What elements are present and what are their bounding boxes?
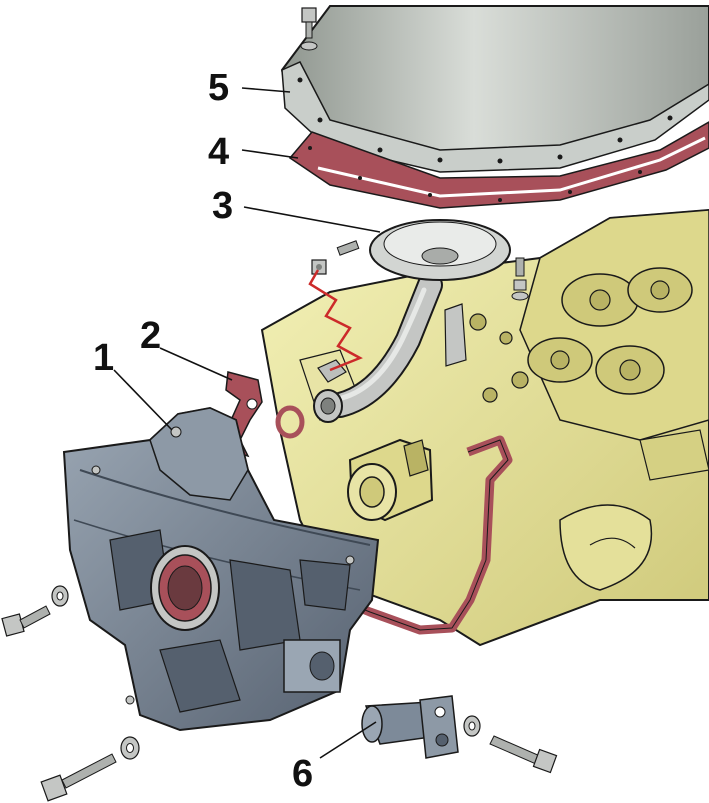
leader-lines — [113, 87, 381, 759]
leader-3 — [243, 206, 381, 233]
oil-pan-bolt — [300, 7, 318, 51]
callout-5: 5 — [208, 67, 229, 109]
leader-1 — [113, 369, 173, 431]
pickup-stud — [511, 257, 529, 301]
callout-2: 2 — [140, 315, 161, 357]
engine-block — [260, 208, 709, 647]
leader-6 — [319, 721, 377, 759]
assembly-path — [308, 269, 363, 372]
crankshaft-nose — [347, 438, 434, 522]
oil-pump — [62, 406, 380, 732]
callout-4: 4 — [208, 131, 229, 173]
sensor-bolt — [463, 715, 558, 774]
oil-pump-gasket — [225, 371, 305, 458]
callout-6: 6 — [292, 753, 313, 795]
oil-pan-gasket — [288, 121, 709, 209]
sensor — [361, 695, 459, 759]
leader-5 — [241, 87, 291, 93]
leader-2 — [159, 347, 233, 381]
oil-pickup — [311, 219, 529, 423]
pickup-bolt — [311, 240, 360, 275]
oil-pan — [280, 5, 709, 173]
pump-bolt-upper — [1, 585, 69, 637]
callout-3: 3 — [212, 185, 233, 227]
leader-4 — [241, 149, 299, 159]
pump-bolt-lower — [40, 736, 140, 802]
callout-1: 1 — [93, 337, 114, 379]
